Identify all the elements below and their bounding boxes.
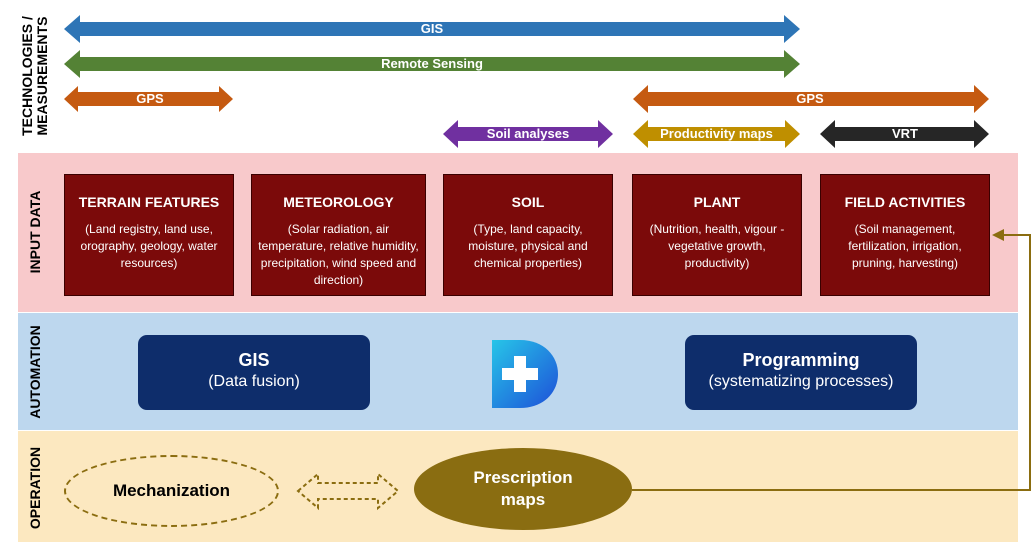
- gps-right-arrow: [633, 85, 989, 113]
- gps-right-arrow-label: GPS: [796, 91, 824, 106]
- input-box-desc: (Soil management, fertilization, irrigat…: [848, 222, 962, 270]
- automation-gis-desc: (Data fusion): [208, 373, 300, 390]
- input-box-title: SOIL: [511, 194, 545, 210]
- automation-programming-desc: (systematizing processes): [708, 373, 894, 390]
- mechanization-ellipse: Mechanization: [64, 455, 279, 527]
- prescription-label-line2: maps: [500, 490, 546, 509]
- automation-gis-box: GIS (Data fusion): [138, 335, 370, 410]
- gis-arrow: [64, 15, 800, 43]
- input-box-title: TERRAIN FEATURES: [78, 194, 220, 210]
- soil-analyses-arrow-label: Soil analyses: [486, 126, 570, 141]
- gps-left-arrow: [64, 86, 233, 112]
- gis-arrow-label: GIS: [420, 21, 444, 36]
- input-box-desc: (Solar radiation, air temperature, relat…: [258, 222, 419, 287]
- input-box-soil: SOIL (Type, land capacity, moisture, phy…: [443, 174, 613, 296]
- prescription-label-line1: Prescription: [473, 468, 573, 487]
- gps-left-arrow-label: GPS: [136, 91, 164, 106]
- vrt-arrow-label: VRT: [892, 126, 918, 141]
- connector-arrowhead-icon: [992, 229, 1004, 241]
- automation-programming-box: Programming (systematizing processes): [685, 335, 917, 410]
- logo-icon: [492, 340, 558, 408]
- input-box-title: PLANT: [693, 194, 741, 210]
- input-box-desc: (Type, land capacity, moisture, physical…: [468, 222, 588, 270]
- productivity-maps-arrow-label: Productivity maps: [660, 126, 773, 141]
- input-box-meteorology: METEOROLOGY (Solar radiation, air temper…: [251, 174, 426, 296]
- remote-sensing-arrow: [64, 50, 800, 78]
- automation-programming-title: Programming: [742, 350, 860, 370]
- technology-arrows: [64, 15, 989, 148]
- productivity-maps-arrow: [633, 120, 800, 148]
- input-box-title: FIELD ACTIVITIES: [844, 194, 966, 210]
- mechanization-label: Mechanization: [112, 481, 231, 500]
- prescription-maps-ellipse: Prescription maps: [414, 448, 632, 530]
- input-box-field-activities: FIELD ACTIVITIES (Soil management, ferti…: [820, 174, 990, 296]
- remote-sensing-arrow-label: Remote Sensing: [381, 56, 483, 71]
- input-box-plant: PLANT (Nutrition, health, vigour - veget…: [632, 174, 802, 296]
- input-box-desc: (Nutrition, health, vigour - vegetative …: [649, 222, 785, 270]
- soil-analyses-arrow: [443, 120, 613, 148]
- input-box-desc: (Land registry, land use, orography, geo…: [80, 222, 218, 270]
- automation-gis-title: GIS: [238, 350, 270, 370]
- input-box-title: METEOROLOGY: [283, 194, 394, 210]
- input-box-terrain-features: TERRAIN FEATURES (Land registry, land us…: [64, 174, 234, 296]
- vrt-arrow: [820, 120, 989, 148]
